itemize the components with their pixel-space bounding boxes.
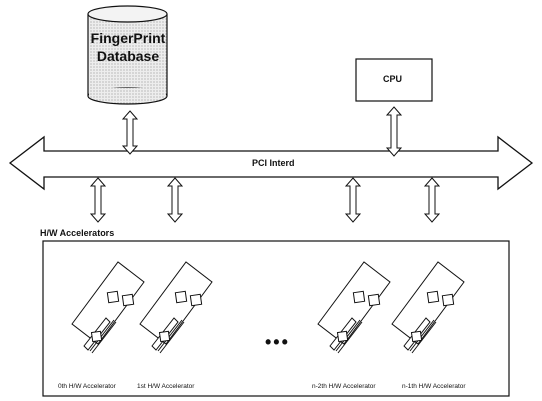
- ellipsis-separator: •••: [265, 332, 290, 352]
- database-label-line1: FingerPrint: [90, 30, 166, 46]
- pci-bus-arrow: [8, 135, 534, 191]
- accelerator-label-1: 1st H/W Accelerator: [137, 383, 195, 390]
- accelerator-label-0: 0th H/W Accelerator: [58, 383, 116, 390]
- accelerator-label-n1: n-1th H/W Accelerator: [402, 383, 466, 390]
- accelerator-n2-connector: [344, 177, 362, 223]
- accelerator-1-connector: [166, 177, 184, 223]
- db-bus-connector: [121, 110, 139, 155]
- accelerator-card-1: [139, 261, 213, 354]
- accelerators-title: H/W Accelerators: [40, 228, 115, 238]
- accelerator-card-0: [71, 261, 145, 354]
- cpu-box: [355, 58, 433, 102]
- accelerator-label-n2: n-2th H/W Accelerator: [312, 383, 376, 390]
- cpu-bus-connector: [385, 106, 403, 157]
- connector-arrows: [89, 106, 441, 223]
- database-cylinder: [87, 5, 168, 105]
- pci-bus-label: PCI Interd: [252, 158, 295, 168]
- accelerator-n1-connector: [423, 177, 441, 223]
- accelerator-card-n1: [391, 261, 465, 354]
- cpu-label: CPU: [383, 74, 403, 84]
- accelerator-card-n2: [317, 261, 391, 354]
- database-label-line2: Database: [96, 48, 160, 64]
- accelerator-0-connector: [89, 177, 107, 223]
